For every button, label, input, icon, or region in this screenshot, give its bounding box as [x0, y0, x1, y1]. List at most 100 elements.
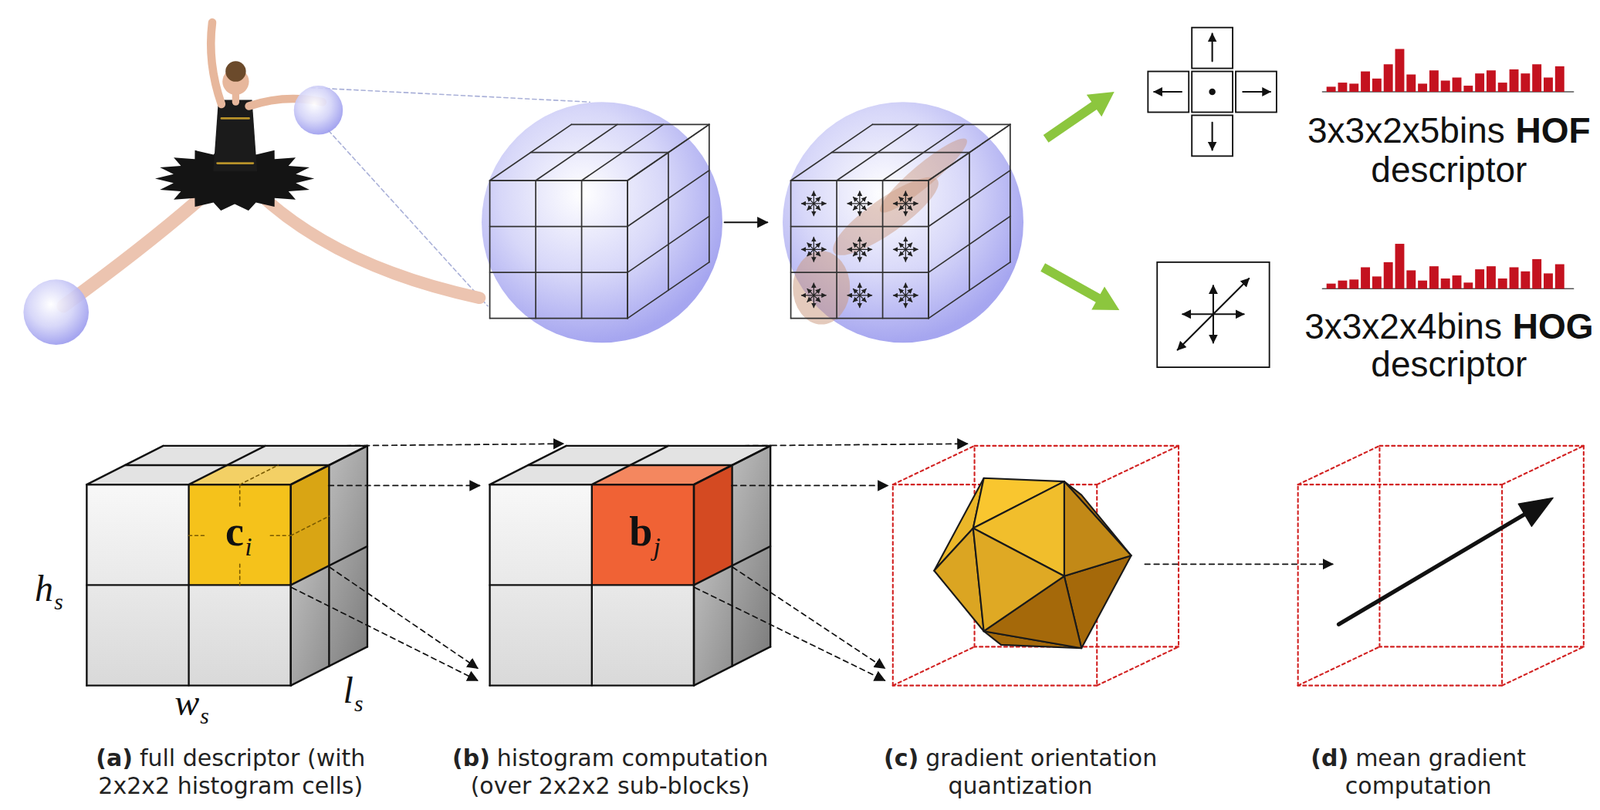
descriptor-cube-grid-line [125, 464, 329, 467]
gradient-star [859, 196, 866, 203]
flow-arrow [1242, 91, 1271, 93]
orientation-arrow [1177, 314, 1214, 350]
gradient-star [893, 249, 906, 251]
icosahedron-face [973, 528, 1065, 633]
cell-symbol-text: c [225, 508, 244, 555]
neighbourhood-sphere [481, 101, 723, 343]
cube-grid-line [791, 317, 929, 320]
descriptor-cube-grid-line [86, 483, 291, 486]
cell-subdivision [270, 534, 291, 537]
gradient-star [859, 294, 873, 296]
flow-direction-box [1235, 71, 1277, 113]
green-arrow [1043, 91, 1115, 143]
sub-caption-text: gradient orientation quantization [925, 744, 1157, 800]
histogram-bar [1326, 284, 1337, 290]
histogram-cube-front-face [490, 484, 694, 687]
histogram-bar [1372, 276, 1382, 289]
histogram-bar [1498, 82, 1508, 92]
gradient-star [905, 294, 918, 296]
histogram-bar [1520, 271, 1530, 289]
histogram-cube-grid-line [730, 465, 733, 667]
histogram-cube-grid-line [490, 483, 694, 486]
gradient-star [813, 295, 815, 308]
histogram-cube-grid-line [490, 684, 694, 687]
histogram-bar [1337, 82, 1347, 92]
dimension-symbol-text: w [174, 682, 200, 724]
sub-caption-text: (d) [1310, 744, 1349, 772]
orientation-arrow [1182, 313, 1214, 315]
cube-grid-line [831, 152, 969, 154]
dotted-cube-edge [892, 484, 894, 687]
neighbourhood-sphere [782, 101, 1024, 343]
zero-flow-dot [1208, 88, 1215, 95]
cube-grid-line [882, 180, 884, 319]
cube-grid-line [791, 179, 929, 182]
histogram-bar [1395, 243, 1405, 289]
descriptor-name-text: 3x3x2x5bins [1307, 110, 1506, 151]
bodice-trim [221, 117, 250, 120]
histogram-bar [1429, 70, 1439, 92]
gradient-star [893, 294, 906, 296]
projection-arrow [1144, 563, 1333, 565]
descriptor-cube-grid-line [290, 484, 292, 687]
histogram-bar [1555, 66, 1565, 92]
gradient-star [813, 288, 820, 295]
dotted-cube-edge [893, 646, 975, 686]
gradient-star [859, 203, 866, 210]
descriptor-name-text: 3x3x2x4bins [1304, 306, 1502, 347]
projection-arrow [734, 443, 968, 447]
histogram-bar [1463, 85, 1473, 92]
gradient-star [807, 295, 814, 302]
cube-grid-line [490, 179, 628, 182]
orientation-arrow [1213, 278, 1249, 315]
histogram-bar [1383, 64, 1394, 92]
gradient-star [899, 295, 906, 302]
gradient-star [813, 294, 826, 296]
cube-grid-line [791, 271, 929, 274]
dimension-symbol: hs [34, 568, 64, 616]
histogram-bar [1486, 266, 1496, 289]
gradient-star [813, 249, 826, 251]
gradient-star [859, 249, 873, 251]
gradient-star [899, 288, 906, 295]
gradient-star [813, 236, 815, 250]
histogram-bar [1417, 280, 1428, 290]
descriptor-name: 3x3x2x4binsHOG [1304, 306, 1594, 348]
orientation-box [1156, 262, 1269, 368]
gradient-star [859, 202, 873, 204]
gradient-star [852, 295, 860, 302]
histogram-bar [1383, 262, 1394, 289]
dimension-symbol: ws [174, 683, 210, 730]
cell-symbol: ci [223, 509, 255, 562]
dotted-cube-edge [893, 685, 1097, 687]
flow-arrow [1153, 91, 1182, 93]
gradient-star [813, 283, 815, 296]
cube-grid-line [708, 124, 711, 263]
descriptor-cube-grid-line [290, 484, 292, 687]
gradient-star [859, 203, 860, 217]
sub-caption-text: full descriptor (with 2x2x2 histogram ce… [98, 744, 366, 800]
dimension-symbol-text: s [54, 588, 64, 615]
cube-grid-line [968, 152, 971, 291]
orientation-arrow [1212, 314, 1215, 343]
mean-gradient-arrow [1339, 513, 1527, 625]
descriptor-name: descriptor [1370, 344, 1527, 386]
highlight-cell [591, 484, 694, 586]
joint-sphere [294, 85, 343, 135]
gradient-star [813, 243, 820, 250]
gradient-star [801, 249, 814, 251]
gradient-star [807, 196, 814, 203]
gradient-star [813, 196, 820, 203]
dancer-arm [210, 22, 222, 105]
histogram-bar [1555, 264, 1565, 290]
gradient-star [813, 249, 820, 256]
sub-caption-text: histogram computation (over 2x2x2 sub-bl… [470, 744, 769, 800]
sub-caption-text: (c) [883, 744, 919, 772]
gradient-star [905, 236, 907, 250]
gradient-star [859, 288, 866, 295]
histogram-bar [1474, 73, 1485, 92]
gradient-star [813, 202, 826, 204]
dancer-hair [225, 60, 246, 82]
cube-grid-line [790, 180, 792, 319]
